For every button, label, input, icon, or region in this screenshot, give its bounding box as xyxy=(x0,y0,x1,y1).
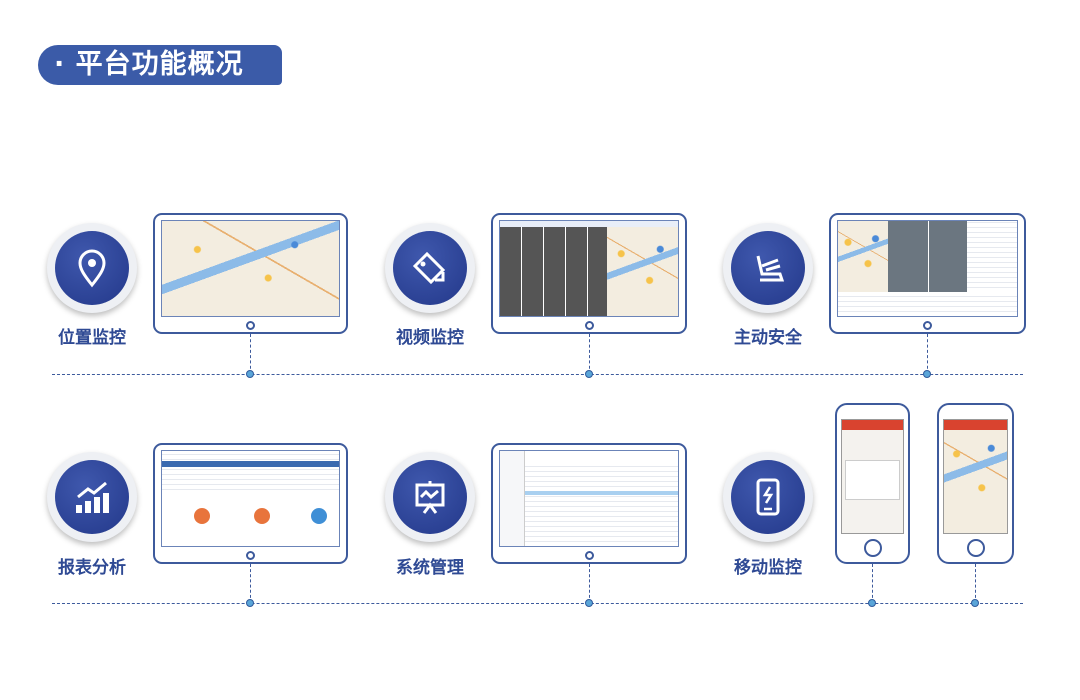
feature-label-video: 视频监控 xyxy=(396,328,464,348)
presentation-board-icon xyxy=(415,481,445,514)
mobile-map-screenshot xyxy=(943,419,1008,534)
phone-home-button xyxy=(863,539,882,557)
timeline-divider xyxy=(52,374,1023,375)
home-button xyxy=(246,551,255,560)
mobile-screenshot xyxy=(841,419,904,534)
feature-icon-video xyxy=(385,223,475,313)
map-screenshot xyxy=(161,220,340,317)
tablet-safety xyxy=(829,213,1026,334)
feature-icon-report xyxy=(47,452,137,542)
feature-icon-system xyxy=(385,452,475,542)
home-button xyxy=(246,321,255,330)
phone-mobile-2 xyxy=(937,403,1014,564)
feature-label-report: 报表分析 xyxy=(58,558,126,578)
connector-dot xyxy=(585,599,593,607)
page-title: · 平台功能概况 xyxy=(38,45,282,85)
home-button xyxy=(584,321,594,330)
timeline-divider xyxy=(52,603,1023,604)
tablet-video xyxy=(491,213,687,334)
home-button xyxy=(923,321,932,330)
connector-dot xyxy=(246,599,254,607)
connector-dot xyxy=(923,370,931,378)
connector-dot xyxy=(868,599,876,607)
location-pin-icon xyxy=(78,249,106,288)
tablet-location xyxy=(153,213,348,334)
tablet-system xyxy=(491,443,687,564)
feature-label-mobile: 移动监控 xyxy=(734,558,802,578)
feature-icon-location xyxy=(47,223,137,313)
phone-home-button xyxy=(966,539,985,557)
video-screenshot xyxy=(499,220,679,317)
phone-mobile-1 xyxy=(835,403,910,564)
system-screenshot xyxy=(499,450,679,547)
report-screenshot xyxy=(161,450,340,547)
feature-label-safety: 主动安全 xyxy=(734,328,802,348)
driver-seat-icon xyxy=(756,255,785,282)
home-button xyxy=(584,551,594,560)
safety-screenshot xyxy=(837,220,1018,317)
video-camera-icon xyxy=(412,251,446,285)
feature-icon-mobile xyxy=(723,452,813,542)
mobile-phone-icon xyxy=(756,478,780,516)
feature-icon-safety xyxy=(723,223,813,313)
connector-dot xyxy=(246,370,254,378)
feature-label-location: 位置监控 xyxy=(58,328,126,348)
connector-dot xyxy=(971,599,979,607)
bar-chart-icon xyxy=(76,481,109,513)
tablet-report xyxy=(153,443,348,564)
feature-label-system: 系统管理 xyxy=(396,558,464,578)
connector-dot xyxy=(585,370,593,378)
